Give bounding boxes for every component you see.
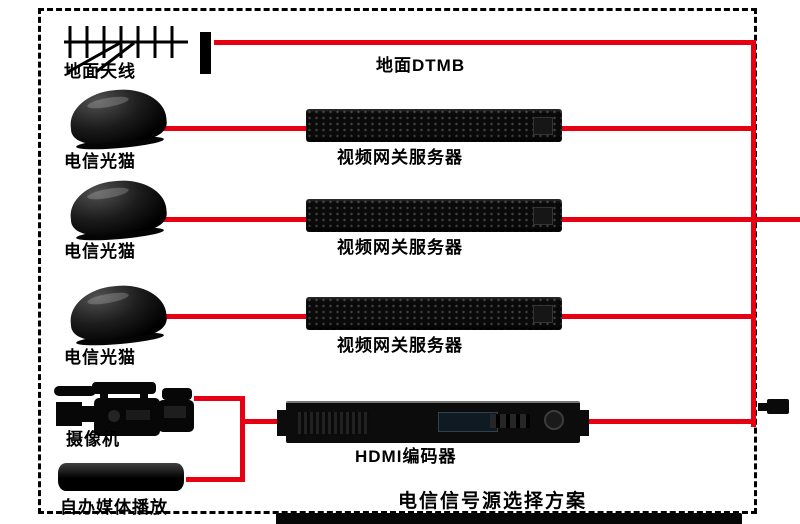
telecom-modem-icon	[67, 176, 169, 243]
hdmi-encoder-icon	[277, 401, 589, 443]
connection-line-encoder-bus	[572, 419, 751, 424]
rack-ear-left	[277, 410, 287, 436]
modem-label: 电信光猫	[64, 242, 136, 261]
connection-line-modem3-server3	[162, 314, 310, 319]
modem-label: 电信光猫	[64, 152, 136, 171]
rack-ear-right	[579, 410, 589, 436]
server-label: 视频网关服务器	[337, 238, 463, 257]
connection-line-server1-bus	[558, 126, 756, 131]
encoder-ports	[490, 414, 530, 428]
encoder-label: HDMI编码器	[355, 447, 457, 466]
telecom-modem-icon	[67, 85, 169, 152]
connection-line-dtmb	[214, 40, 756, 45]
media-player-label: 自办媒体播放	[60, 498, 168, 517]
modem-body	[67, 85, 169, 147]
connection-bracket-vertical	[240, 396, 245, 482]
modem-body	[67, 176, 169, 238]
video-gateway-server-icon	[306, 297, 562, 330]
encoder-knob	[544, 410, 564, 430]
encoder-vents	[298, 412, 370, 434]
server-label: 视频网关服务器	[337, 148, 463, 167]
plug-body	[767, 399, 789, 414]
bottom-rack-icon	[276, 513, 742, 524]
plug-tip	[758, 403, 768, 411]
connector-plug-icon	[758, 396, 796, 418]
connection-bracket-media	[186, 477, 245, 482]
modem-body	[67, 281, 169, 343]
video-gateway-server-icon	[306, 199, 562, 232]
connection-line-server2-bus	[558, 217, 800, 222]
encoder-display	[438, 412, 498, 432]
connection-bracket-encoder	[245, 419, 293, 424]
modem-label: 电信光猫	[64, 348, 136, 367]
camera-label: 摄像机	[66, 430, 120, 449]
connection-line-server3-bus	[558, 314, 756, 319]
media-player-icon	[58, 463, 184, 491]
connection-line-right-bus	[751, 40, 756, 427]
telecom-modem-icon	[67, 281, 169, 348]
video-gateway-server-icon	[306, 109, 562, 142]
antenna-label: 地面天线	[64, 62, 136, 81]
terrestrial-antenna-icon	[64, 26, 211, 74]
dtmb-label: 地面DTMB	[376, 56, 466, 75]
server-label: 视频网关服务器	[337, 336, 463, 355]
connection-bracket-camera	[194, 396, 240, 401]
connection-line-modem1-server1	[162, 126, 310, 131]
diagram-caption: 电信信号源选择方案	[398, 491, 588, 512]
connection-line-modem2-server2	[162, 217, 310, 222]
camcorder-icon	[54, 382, 194, 436]
